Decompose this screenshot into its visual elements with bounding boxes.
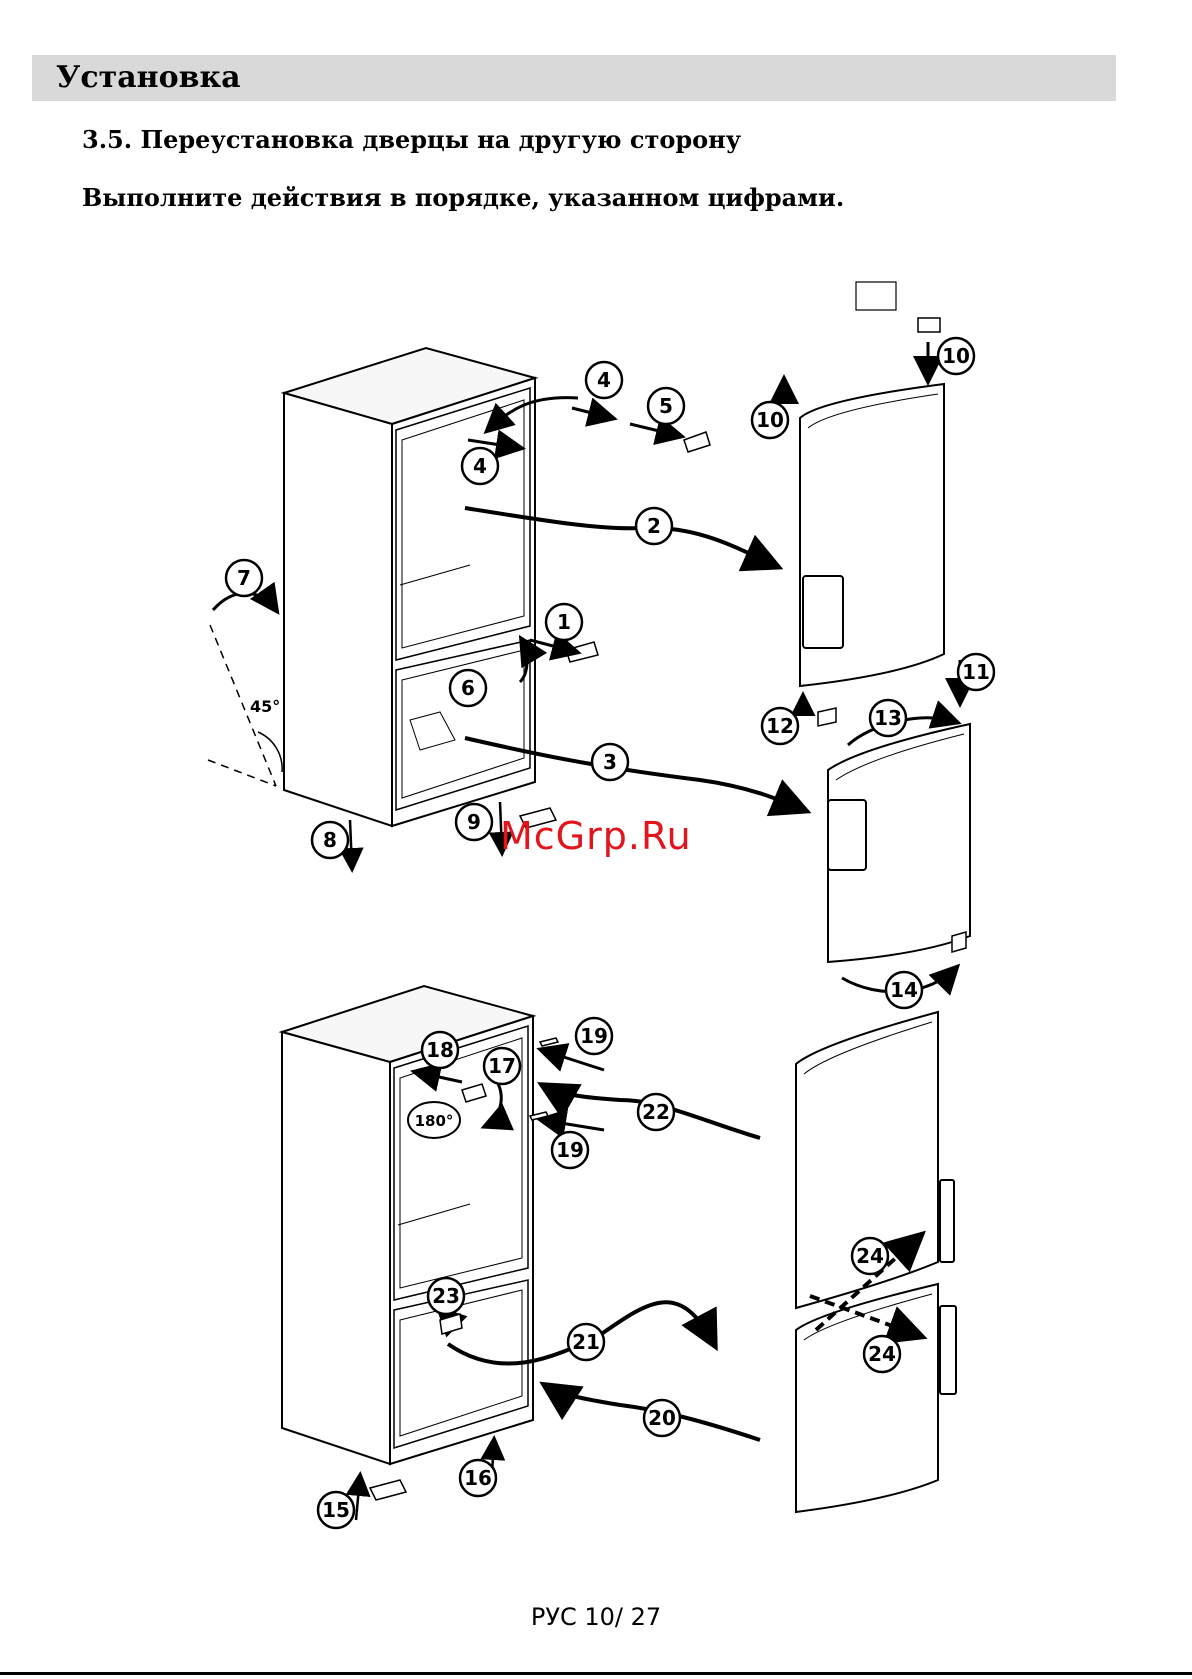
fridge-body-top xyxy=(284,348,535,826)
step-label-18: 18 xyxy=(426,1038,454,1062)
door-angle-indicator xyxy=(208,593,282,786)
step-label-9: 9 xyxy=(467,810,481,834)
bottom-rule xyxy=(0,1672,1192,1675)
step-label-23: 23 xyxy=(432,1284,460,1308)
upper-door-top xyxy=(800,384,944,686)
step-label-21: 21 xyxy=(572,1330,600,1354)
step-label-24: 24 xyxy=(856,1244,884,1268)
step-label-15: 15 xyxy=(322,1498,350,1522)
step-label-10-b: 10 xyxy=(942,344,970,368)
step-label-10: 10 xyxy=(756,408,784,432)
step-label-13: 13 xyxy=(874,706,902,730)
step-label-1: 1 xyxy=(557,610,571,634)
lower-door-top xyxy=(828,724,970,962)
watermark: McGrp.Ru xyxy=(500,814,692,858)
step-label-6: 6 xyxy=(461,676,475,700)
step-label-5: 5 xyxy=(659,394,673,418)
angle-label: 45° xyxy=(250,697,280,716)
step-label-14: 14 xyxy=(890,978,918,1002)
step-label-12: 12 xyxy=(766,714,794,738)
step-label-19: 19 xyxy=(580,1024,608,1048)
step-label-4: 4 xyxy=(597,368,611,392)
step-label-3: 3 xyxy=(603,750,617,774)
step-label-7: 7 xyxy=(237,566,251,590)
step-label-24-b: 24 xyxy=(868,1342,896,1366)
rotation-label: 180° xyxy=(415,1112,454,1130)
step-label-8: 8 xyxy=(323,828,337,852)
step-label-4-b: 4 xyxy=(473,454,487,478)
page-number: РУС 10/ 27 xyxy=(0,1603,1192,1631)
step-label-11: 11 xyxy=(962,660,990,684)
step-label-20: 20 xyxy=(648,1406,676,1430)
step-label-22: 22 xyxy=(642,1100,670,1124)
step-label-16: 16 xyxy=(464,1466,492,1490)
step-label-2: 2 xyxy=(647,514,661,538)
step-label-17: 17 xyxy=(488,1054,516,1078)
step-label-19-b: 19 xyxy=(556,1138,584,1162)
